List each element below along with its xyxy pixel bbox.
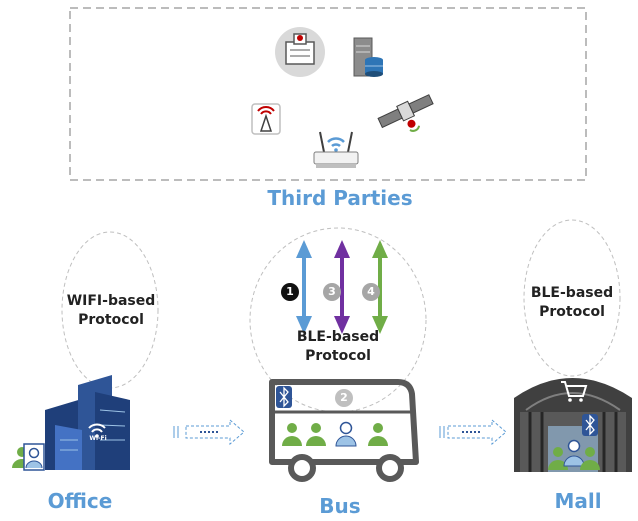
- wifi-label: Wi-Fi: [89, 435, 107, 442]
- user-icon: [580, 447, 600, 470]
- office-protocol-label: WIFI-based Protocol: [66, 293, 156, 328]
- step-4-badge: 4: [362, 283, 380, 301]
- step-3-badge: 3: [323, 283, 341, 301]
- user-icon: [282, 423, 302, 446]
- office-to-bus-arrow: [173, 418, 245, 446]
- step-1-badge: 1: [281, 283, 299, 301]
- user-icon: [335, 421, 357, 447]
- satellite-icon: [377, 94, 434, 132]
- mall-protocol-ellipse: [523, 219, 621, 377]
- wifi-router-icon: [313, 131, 359, 168]
- bus-icon: [269, 379, 419, 482]
- bus-caption: Bus: [319, 494, 361, 518]
- arrow-green: [372, 240, 388, 334]
- third-parties-title: Third Parties: [267, 186, 413, 210]
- user-icon: [368, 423, 388, 446]
- user-icon: [23, 443, 45, 471]
- mall-caption: Mall: [554, 489, 602, 513]
- wifi-icon: [88, 423, 106, 438]
- arrow-purple: [334, 240, 350, 334]
- office-building-icon: [45, 375, 130, 470]
- bus-to-mall-arrow: [439, 418, 507, 446]
- third-parties-box: [69, 7, 587, 181]
- office-caption: Office: [47, 489, 113, 513]
- bluetooth-icon: [582, 414, 598, 436]
- bus-protocol-label: BLE-based Protocol: [296, 329, 380, 364]
- arrow-blue: [296, 240, 312, 334]
- user-icon: [548, 447, 568, 470]
- hospital-icon: [275, 27, 325, 77]
- bluetooth-icon: [276, 386, 292, 408]
- step-2-badge: 2: [335, 389, 353, 407]
- server-database-icon: [353, 37, 383, 77]
- user-icon: [306, 423, 326, 446]
- shopping-cart-icon: [561, 381, 588, 402]
- mall-protocol-label: BLE-based Protocol: [530, 285, 614, 320]
- cell-tower-icon: [251, 103, 281, 135]
